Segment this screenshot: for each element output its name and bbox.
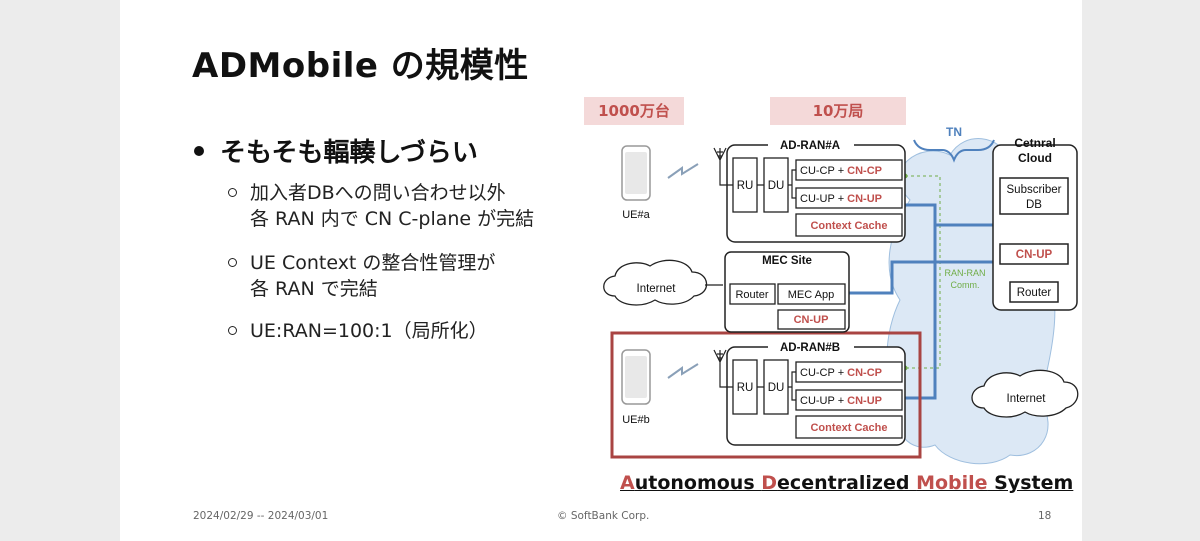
cloud-router-box [1009, 281, 1059, 303]
title-mask [768, 138, 854, 152]
internet-left: Internet [603, 259, 708, 306]
cu-cp-box [795, 361, 903, 383]
bullet-ring [228, 258, 237, 267]
phone-icon [621, 349, 651, 405]
subscriber-db-box [999, 177, 1069, 215]
cu-up-label: CU-UP + CN-UP [800, 193, 882, 205]
ran-b-wiring [757, 371, 796, 401]
cu-up-box [795, 389, 903, 411]
internet-right: Internet [971, 369, 1079, 418]
central-cloud: Cetnral Cloud Subscriber DB CN-UP Router [992, 136, 1078, 311]
sub-bullet-1-line1: 加入者DBへの問い合わせ以外 [250, 182, 506, 204]
subscriber-db-label-1: Subscriber [1007, 184, 1062, 196]
ru-label: RU [737, 180, 754, 192]
sub-bullet-2: UE Context の整合性管理が 各 RAN で完結 [228, 250, 495, 302]
cloud-cnup-box [999, 243, 1069, 265]
cu-up-label: CU-UP + CN-UP [800, 395, 882, 407]
cu-cp-box [795, 159, 903, 181]
cu-up-box [795, 187, 903, 209]
mec-cnup-box [777, 309, 846, 330]
wireless-signal-icon [667, 163, 699, 179]
ue-b-label: UE#b [622, 414, 650, 426]
banner-devices: 1000万台 [584, 97, 684, 125]
mec-router-label: Router [735, 289, 768, 301]
banner-stations: 10万局 [770, 97, 906, 125]
ru-label: RU [737, 382, 754, 394]
ad-ran-b: AD-RAN#B RU DU CU-CP + CN-CP CU-UP + CN-… [726, 340, 906, 446]
architecture-diagram: TN RAN-RAN Comm. Cetnral Cloud Subscribe… [603, 125, 1079, 465]
bullet-dot [194, 145, 204, 156]
context-cache-box [795, 213, 903, 237]
tn-label: TN [946, 125, 962, 139]
mec-app-label: MEC App [788, 289, 834, 301]
du-label: DU [768, 180, 785, 192]
sub-bullet-3: UE:RAN=100:1（局所化） [228, 318, 488, 344]
slide: ADMobile の規模性 そもそも輻輳しづらい 加入者DBへの問い合わせ以外 … [120, 0, 1082, 541]
footer-date: 2024/02/29 -- 2024/03/01 [193, 510, 329, 522]
ran-ran-label-1: RAN-RAN [944, 268, 985, 278]
subscriber-db-label-2: DB [1026, 199, 1042, 211]
internet-cloud-shape [603, 259, 708, 306]
cu-cp-label: CU-CP + CN-CP [800, 367, 882, 379]
context-cache-label: Context Cache [810, 220, 887, 232]
cloud-title-1: Cetnral [1014, 136, 1055, 150]
cloud-cnup-label: CN-UP [1016, 249, 1053, 261]
mec-site-title: MEC Site [762, 255, 812, 267]
mec-site: MEC Site Router MEC App CN-UP [724, 251, 850, 333]
du-label: DU [768, 382, 785, 394]
ad-ran-a: AD-RAN#A RU DU CU-CP + CN-CP CU-UP + CN-… [726, 138, 906, 243]
cloud-router-label: Router [1017, 287, 1052, 299]
sub-bullet-3-line1: UE:RAN=100:1（局所化） [250, 320, 488, 342]
sub-bullet-2-line2: 各 RAN で完結 [250, 278, 378, 300]
system-caption: Autonomous Decentralized Mobile System [620, 472, 1074, 494]
ad-ran-a-title: AD-RAN#A [780, 140, 840, 152]
ran-ran-label-2: Comm. [951, 280, 980, 290]
mec-router-box [729, 283, 776, 305]
mec-cnup-label: CN-UP [794, 314, 829, 326]
antenna-icon [713, 147, 733, 186]
sub-bullet-1-line2: 各 RAN 内で CN C-plane が完結 [250, 208, 535, 230]
footer-copyright: © SoftBank Corp. [557, 510, 650, 522]
ad-ran-b-highlight [610, 331, 922, 459]
footer-page-number: 18 [1038, 510, 1052, 522]
antenna-icon [713, 349, 733, 388]
internet-left-label: Internet [637, 283, 677, 295]
title-mask [768, 340, 854, 354]
internet-cloud-shape [971, 369, 1079, 418]
page-title: ADMobile の規模性 [192, 46, 529, 86]
link-mec [845, 260, 997, 295]
phone-icon [621, 145, 651, 201]
sub-bullet-2-line1: UE Context の整合性管理が [250, 252, 496, 274]
main-bullet: そもそも輻輳しづらい [194, 132, 478, 169]
ran-a-wiring [757, 169, 796, 199]
wireless-signal-icon [667, 363, 699, 379]
sub-bullet-1: 加入者DBへの問い合わせ以外 各 RAN 内で CN C-plane が完結 [228, 180, 534, 232]
bullet-ring [228, 326, 237, 335]
context-cache-label: Context Cache [810, 422, 887, 434]
tn-brace [913, 139, 995, 163]
main-bullet-text: そもそも輻輳しづらい [220, 138, 478, 168]
mec-app-box [777, 283, 846, 305]
ad-ran-b-title: AD-RAN#B [780, 342, 840, 354]
cu-cp-label: CU-CP + CN-CP [800, 165, 882, 177]
internet-right-label: Internet [1007, 393, 1047, 405]
context-cache-box [795, 415, 903, 439]
ue-a-label: UE#a [622, 209, 650, 221]
bullet-ring [228, 188, 237, 197]
cloud-title-2: Cloud [1018, 151, 1052, 165]
